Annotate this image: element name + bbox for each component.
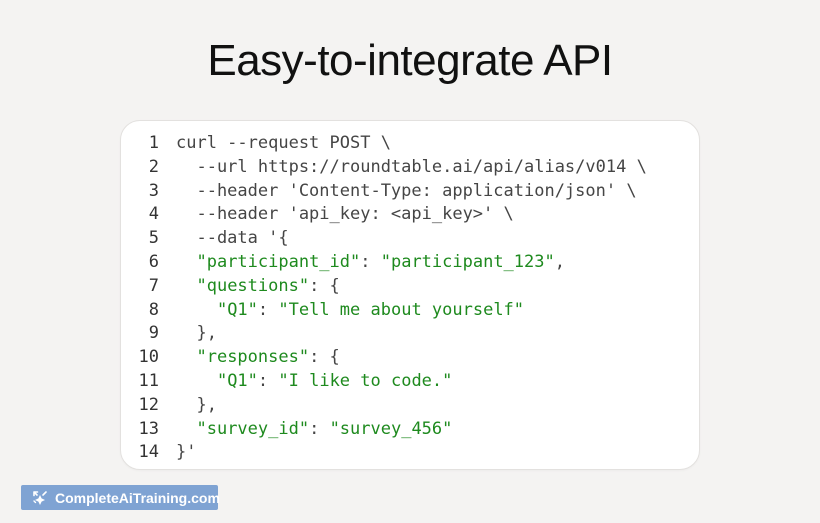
code-line-text: curl --request POST \ [176,132,391,156]
code-token: : [360,251,381,272]
code-line: 4 --header 'api_key: <api_key>' \ [121,203,647,227]
line-number: 7 [148,275,159,296]
line-number: 4 [148,204,159,225]
code-string-token: "participant_123" [380,251,555,272]
code-token [176,419,196,439]
code-token: : [257,299,279,320]
line-number: 3 [148,180,159,201]
code-line-text: }' [176,441,196,465]
code-token: : [309,418,330,439]
line-number: 13 [138,418,159,439]
code-string-token: "responses" [196,347,310,368]
code-line: 3 --header 'Content-Type: application/js… [121,180,647,204]
code-block-card: 1 curl --request POST \ 2 --url https://ro… [120,120,700,470]
code-line: 6 "participant_id": "participant_123", [121,251,647,275]
code-token [176,371,217,391]
page-title: Easy-to-integrate API [207,36,613,85]
code-token [176,252,196,272]
code-line: 14 }' [121,441,647,465]
code-token [176,276,196,296]
code-line-text: "Q1": "Tell me about yourself" [176,299,524,323]
code-line-text: "survey_id": "survey_456" [176,418,452,442]
code-line-text: --header 'api_key: <api_key>' \ [176,203,514,227]
code-line-text: "responses": { [176,346,340,370]
code-line-text: }, [176,322,217,346]
sparkle-logo-icon [31,489,49,507]
code-line: 13 "survey_id": "survey_456" [121,418,647,442]
code-token: : { [309,347,340,368]
code-token: }, [176,323,217,344]
watermark-badge[interactable]: CompleteAiTraining.com [21,485,220,510]
code-token: }, [176,394,217,415]
code-token: --data '{ [176,228,289,249]
code-token: : [257,370,279,391]
code-token: curl --request POST \ [176,133,391,153]
line-number: 10 [138,347,159,368]
code-line-text: "questions": { [176,275,340,299]
code-line-text: "Q1": "I like to code." [176,370,452,394]
code-string-token: "Tell me about yourself" [278,299,525,320]
line-number: 5 [148,228,159,249]
code-string-token: "participant_id" [196,251,361,272]
code-line: 10 "responses": { [121,346,647,370]
code-line: 1 curl --request POST \ [121,132,647,156]
watermark-text: CompleteAiTraining.com [55,489,220,506]
code-string-token: "survey_456" [329,418,453,439]
code-line-text: "participant_id": "participant_123", [176,251,565,275]
code-line: 12 }, [121,394,647,418]
code-line: 2 --url https://roundtable.ai/api/alias/… [121,156,647,180]
code-string-token: "I like to code." [278,370,453,391]
line-number: 12 [138,394,159,415]
code-token: , [554,251,565,272]
line-number: 8 [148,299,159,320]
code-token: }' [176,442,197,463]
line-number: 6 [148,251,159,272]
code-token [176,300,217,320]
code-line-text: }, [176,394,217,418]
line-number: 9 [148,323,159,344]
line-number: 2 [148,156,159,177]
code-line: 5 --data '{ [121,227,647,251]
code-line-text: --header 'Content-Type: application/json… [176,180,637,204]
code-string-token: "questions" [196,275,310,296]
code-token: --header 'api_key: <api_key>' \ [176,204,514,225]
line-number: 1 [148,133,159,153]
code-line: 11 "Q1": "I like to code." [121,370,647,394]
code-string-token: "survey_id" [196,418,310,439]
line-number: 14 [138,442,159,463]
code-token: : { [309,275,340,296]
line-number: 11 [138,370,159,391]
code-line-text: --data '{ [176,227,289,251]
code-string-token: "Q1" [216,299,258,320]
code-line: 8 "Q1": "Tell me about yourself" [121,299,647,323]
code-string-token: "Q1" [216,370,258,391]
code-token [176,347,196,367]
code-token: --url https://roundtable.ai/api/alias/v0… [176,156,647,177]
code-line: 9 }, [121,322,647,346]
code-line-text: --url https://roundtable.ai/api/alias/v0… [176,156,647,180]
code-block[interactable]: 1 curl --request POST \ 2 --url https://ro… [121,132,647,465]
code-line: 7 "questions": { [121,275,647,299]
code-token: --header 'Content-Type: application/json… [176,180,637,201]
